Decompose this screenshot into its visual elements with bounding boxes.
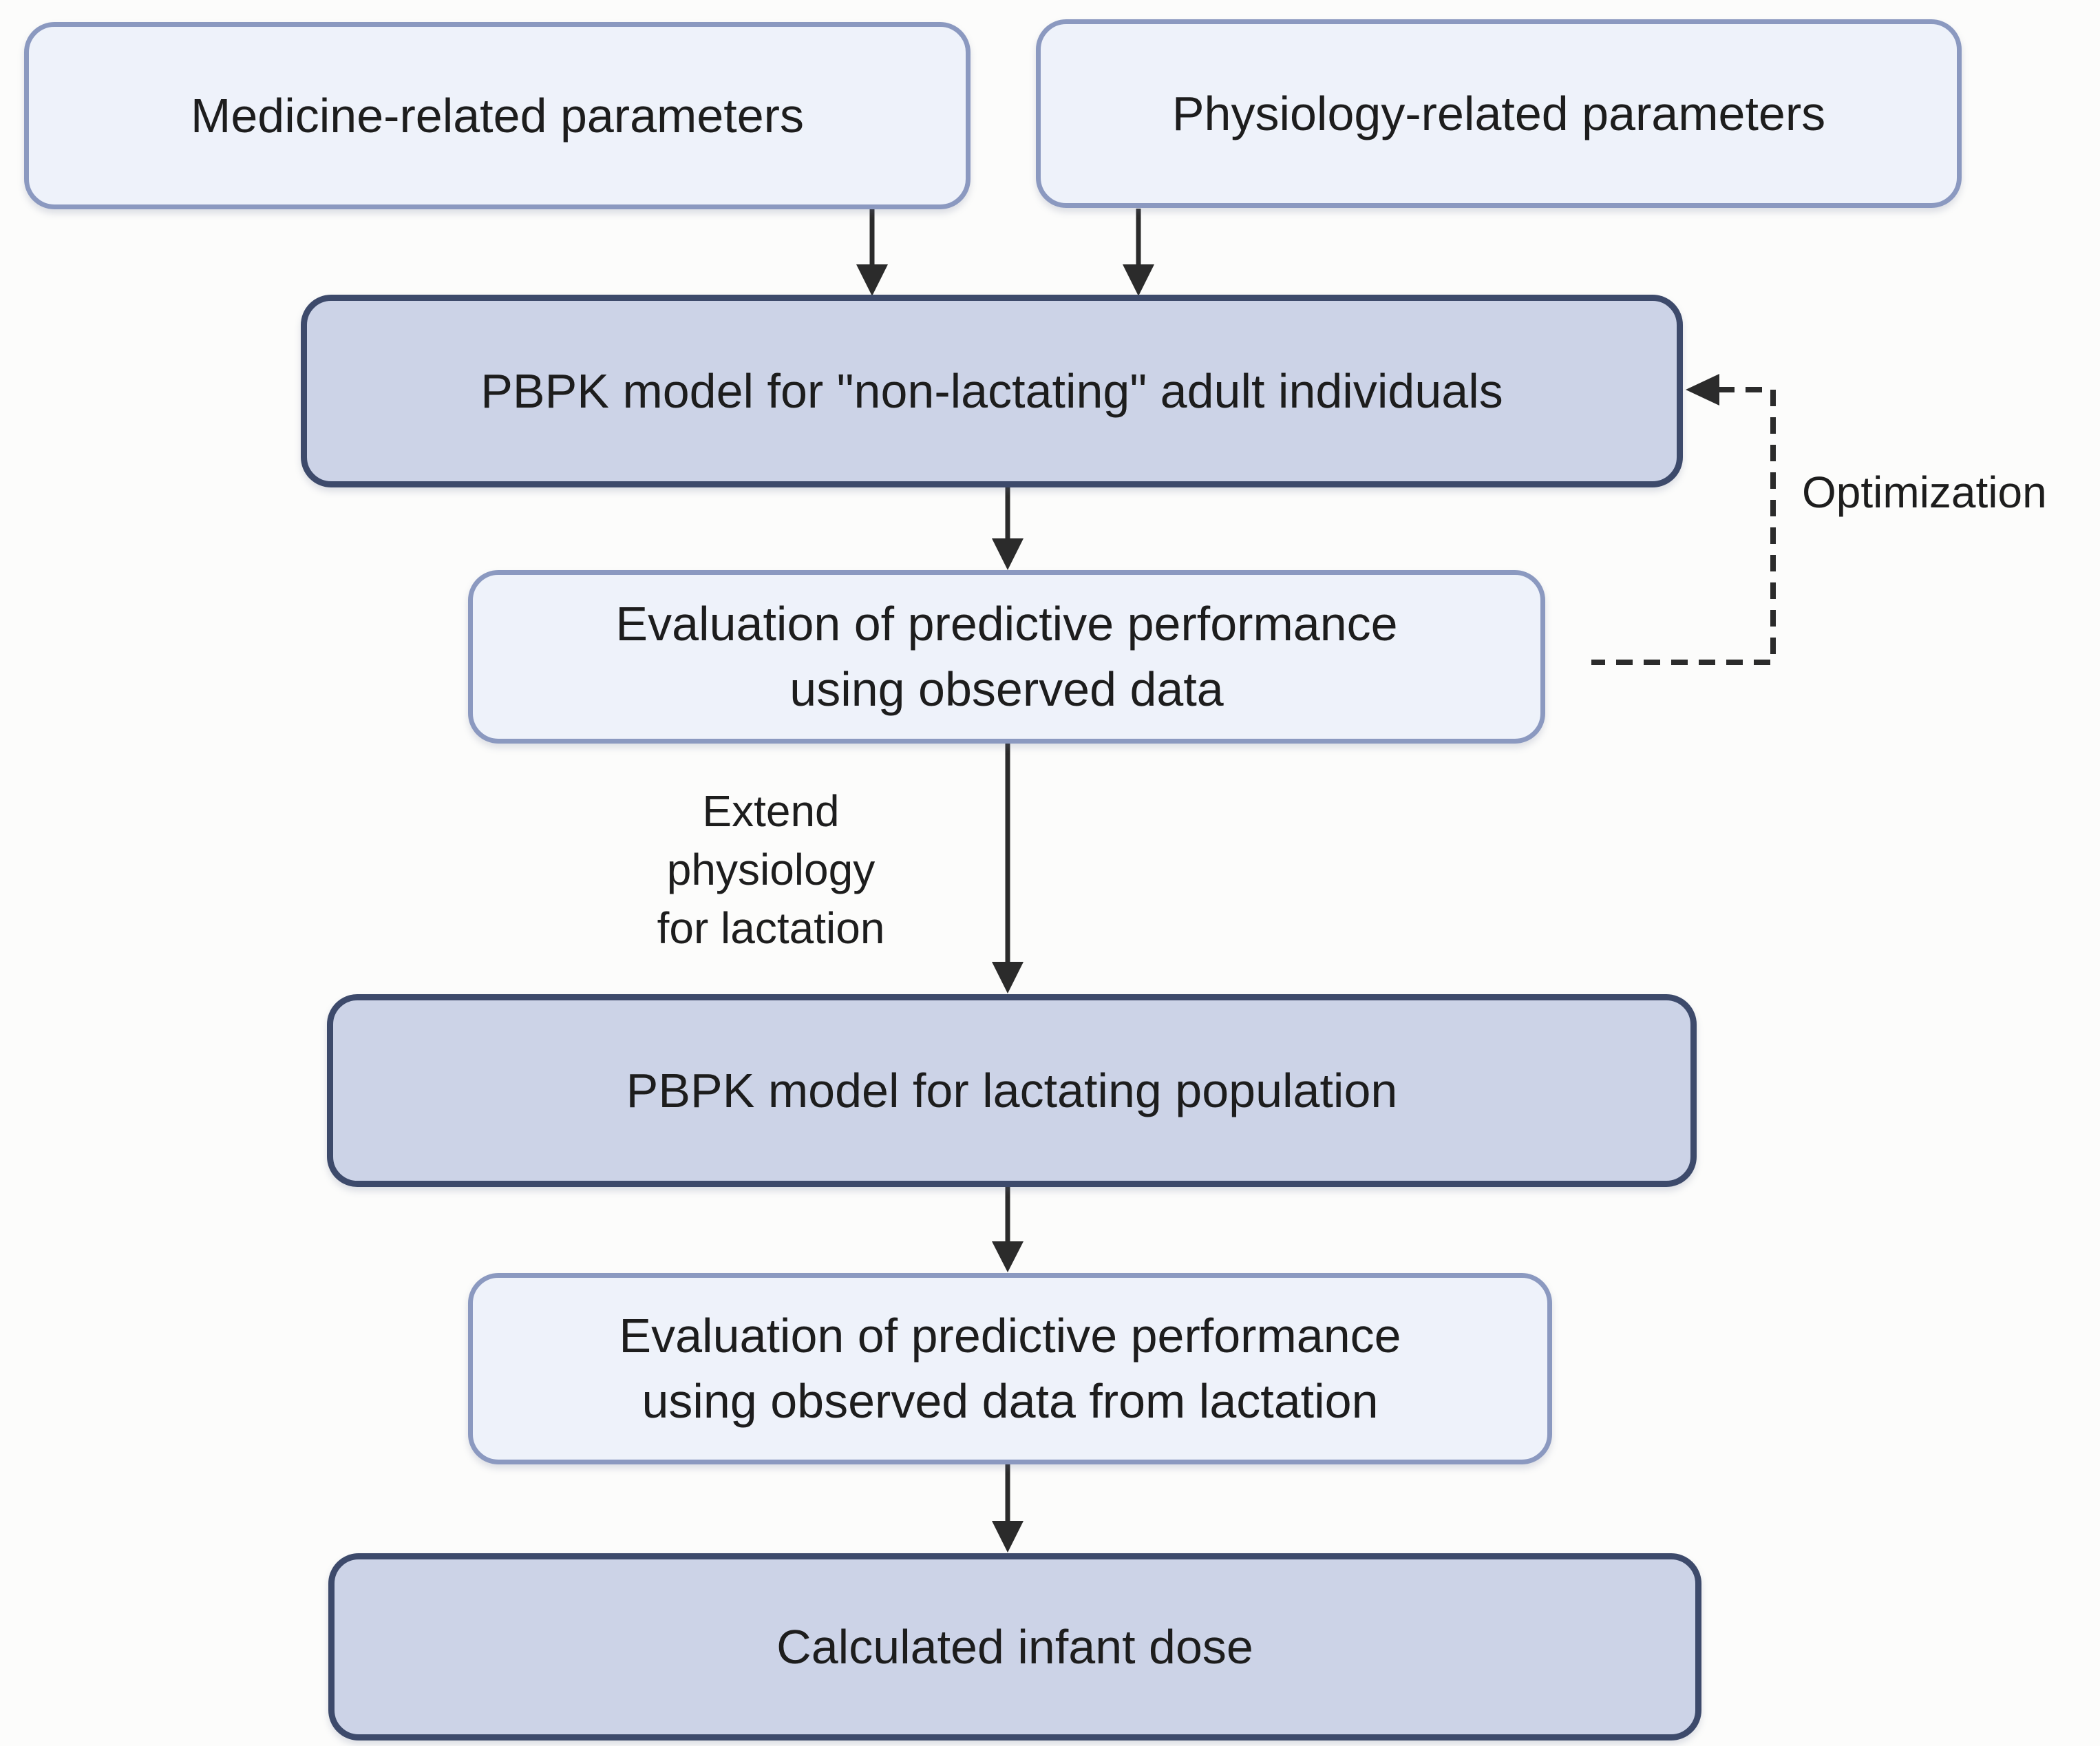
node-lactation-evaluation-line1: Evaluation of predictive performance xyxy=(619,1309,1401,1363)
node-medicine-parameters: Medicine-related parameters xyxy=(24,22,971,209)
node-calculated-infant-dose: Calculated infant dose xyxy=(328,1553,1701,1740)
node-pbpk-adult-model: PBPK model for "non-lactating" adult ind… xyxy=(301,295,1683,487)
arrow-medicine-to-adult-model xyxy=(856,209,888,296)
optimization-label: Optimization xyxy=(1802,467,2047,517)
extend-physiology-label-line3: for lactation xyxy=(657,903,885,953)
arrow-evaluation-to-infant-dose xyxy=(992,1463,1024,1553)
node-physiology-parameters-label: Physiology-related parameters xyxy=(1171,86,1826,140)
extend-physiology-label-line2: physiology xyxy=(666,845,876,894)
arrow-adult-model-to-evaluation xyxy=(992,486,1024,570)
optimization-feedback-dashed-arrow xyxy=(1591,374,1776,665)
node-medicine-parameters-label: Medicine-related parameters xyxy=(191,88,804,143)
node-adult-evaluation-line2: using observed data xyxy=(789,662,1224,716)
node-adult-evaluation: Evaluation of predictive performance usi… xyxy=(468,570,1545,744)
arrow-evaluation-to-lactating-model xyxy=(992,742,1024,993)
node-calculated-infant-dose-label: Calculated infant dose xyxy=(776,1619,1253,1674)
extend-physiology-label-line1: Extend xyxy=(702,786,840,836)
arrow-physiology-to-adult-model xyxy=(1123,209,1154,296)
node-lactation-evaluation: Evaluation of predictive performance usi… xyxy=(468,1273,1552,1464)
node-pbpk-lactating-model: PBPK model for lactating population xyxy=(327,994,1697,1187)
node-physiology-parameters: Physiology-related parameters xyxy=(1036,19,1962,208)
extend-physiology-label: Extend physiology for lactation xyxy=(571,782,971,958)
node-adult-evaluation-line1: Evaluation of predictive performance xyxy=(615,597,1398,651)
node-pbpk-lactating-model-label: PBPK model for lactating population xyxy=(626,1063,1398,1117)
node-lactation-evaluation-line2: using observed data from lactation xyxy=(641,1374,1379,1428)
arrow-lactating-model-to-evaluation xyxy=(992,1186,1024,1272)
node-pbpk-adult-model-label: PBPK model for "non-lactating" adult ind… xyxy=(480,364,1503,418)
